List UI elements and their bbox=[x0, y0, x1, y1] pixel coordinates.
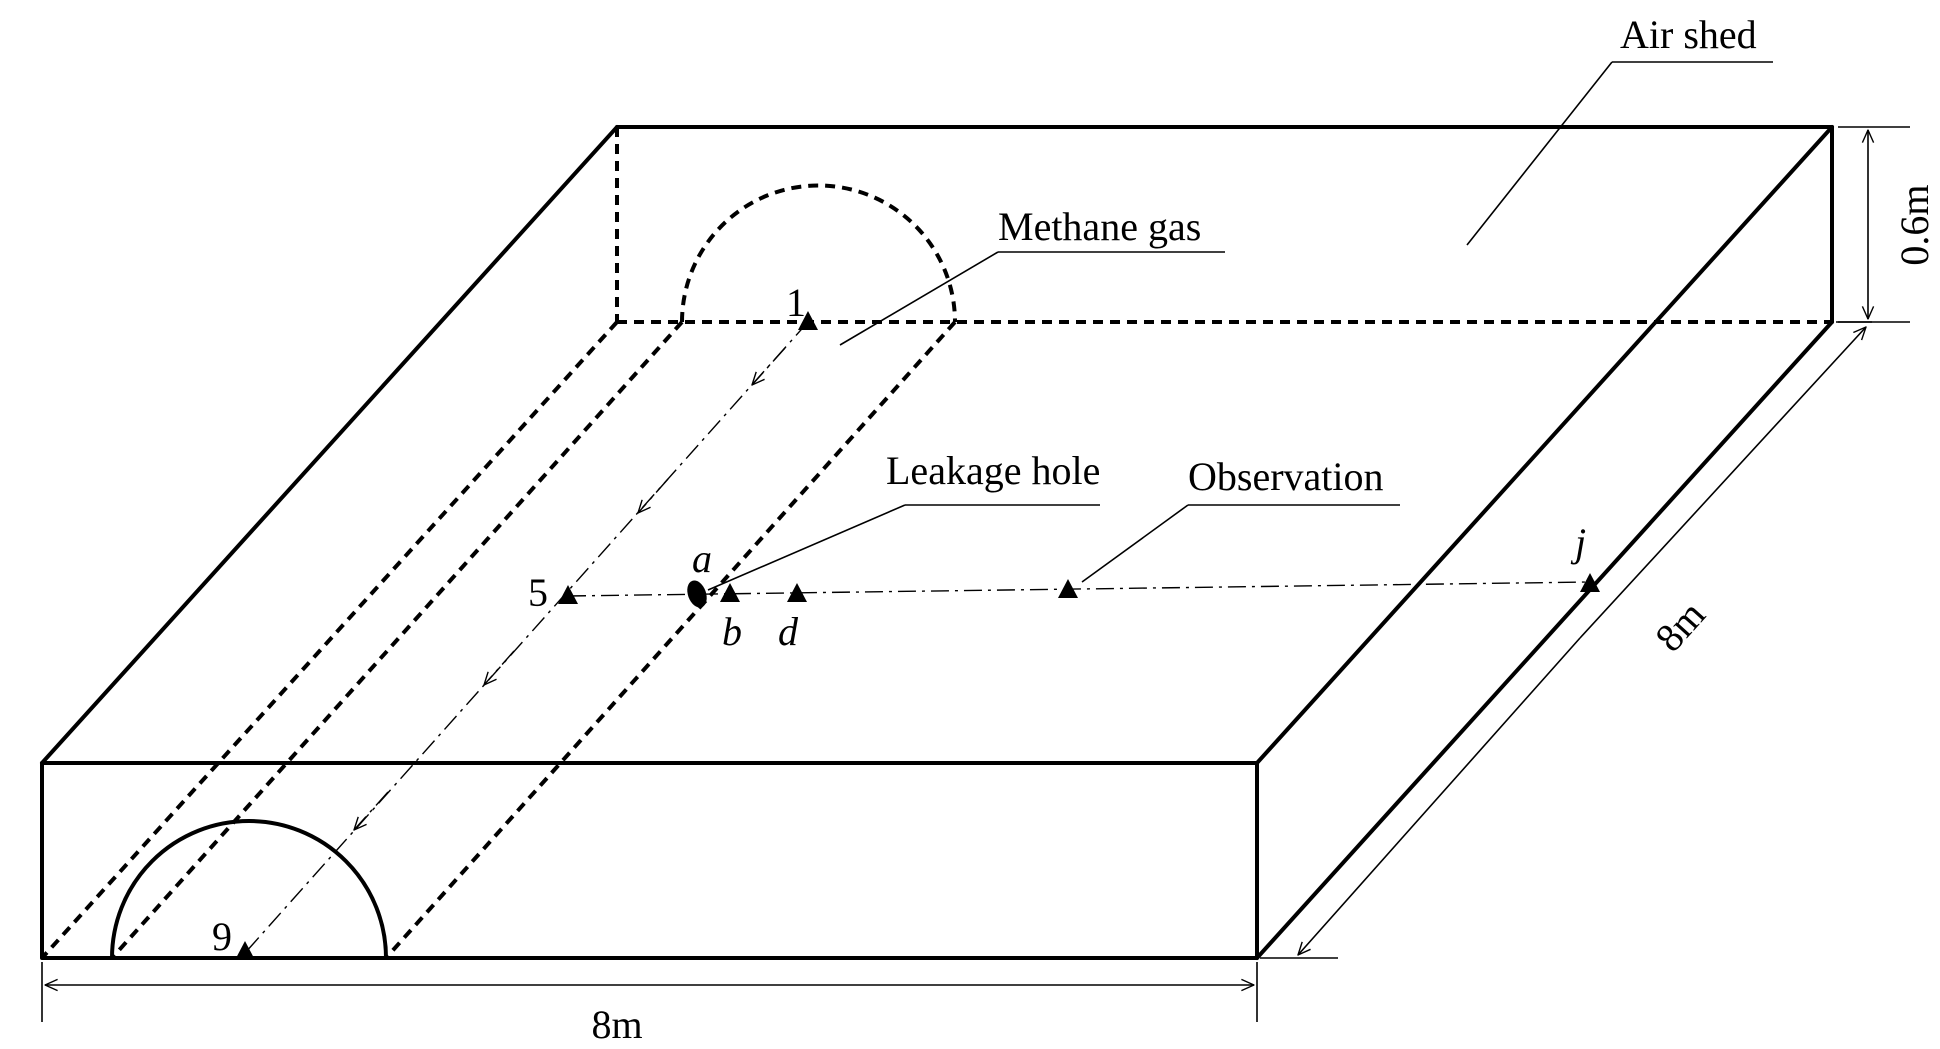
label-point-1: 1 bbox=[786, 280, 806, 325]
leakage-hole-marker bbox=[687, 580, 707, 608]
label-point-a: a bbox=[692, 536, 712, 581]
flow-line-1-to-9 bbox=[244, 321, 809, 954]
leakage-hole-leader bbox=[707, 504, 906, 591]
pipe-front-semicircle bbox=[110, 819, 388, 960]
flow-arrow-3 bbox=[484, 650, 515, 685]
air-shed-leader bbox=[1466, 61, 1613, 246]
box-front-face bbox=[40, 761, 1259, 960]
measurement-markers bbox=[235, 311, 1600, 960]
flow-arrow-4 bbox=[354, 791, 389, 830]
marker-point-j bbox=[1580, 573, 1600, 592]
label-point-d: d bbox=[778, 609, 799, 654]
dim-depth-label: 8m bbox=[1646, 592, 1714, 660]
dim-width-label: 8m bbox=[591, 1002, 642, 1047]
marker-point-9 bbox=[235, 941, 255, 960]
observation-leader bbox=[1081, 504, 1189, 583]
pipe-tunnel-right-line bbox=[384, 320, 957, 960]
flow-arrow-1 bbox=[752, 347, 786, 385]
label-air-shed: Air shed bbox=[1620, 12, 1757, 57]
text-labels: Air shed Methane gas Leakage hole Observ… bbox=[212, 12, 1937, 1047]
marker-point-b bbox=[720, 583, 740, 602]
hidden-left-bottom bbox=[40, 320, 619, 960]
observation-line bbox=[567, 581, 1591, 597]
marker-point-1 bbox=[798, 311, 818, 330]
dim-height-label: 0.6m bbox=[1892, 184, 1937, 265]
leader-lines bbox=[707, 61, 1773, 591]
label-point-j: j bbox=[1570, 520, 1586, 565]
flow-arrow-2 bbox=[638, 478, 669, 513]
marker-observation bbox=[1058, 579, 1078, 598]
marker-point-5 bbox=[558, 585, 578, 604]
label-methane-gas: Methane gas bbox=[998, 204, 1201, 249]
label-point-b: b bbox=[722, 609, 742, 654]
label-point-9: 9 bbox=[212, 914, 232, 959]
hidden-edges bbox=[40, 127, 1832, 960]
dim-depth-line-down bbox=[1298, 637, 1581, 955]
methane-gas-leader bbox=[839, 251, 999, 346]
box-top-left-edge bbox=[40, 125, 619, 765]
pipe-back-semicircle bbox=[680, 183, 957, 323]
label-observation: Observation bbox=[1188, 454, 1384, 499]
box-top-right-edge bbox=[1255, 125, 1834, 765]
dimension-lines bbox=[41, 126, 1910, 1022]
marker-point-d bbox=[787, 583, 807, 602]
gas-flow-lines bbox=[244, 321, 1591, 954]
label-leakage-hole: Leakage hole bbox=[886, 448, 1100, 493]
label-point-5: 5 bbox=[528, 570, 548, 615]
box-outline bbox=[40, 125, 1834, 960]
box-right-bottom-edge bbox=[1255, 320, 1834, 960]
dim-depth-line-up bbox=[1579, 327, 1866, 639]
pipe-tunnel-left-line bbox=[110, 320, 684, 960]
